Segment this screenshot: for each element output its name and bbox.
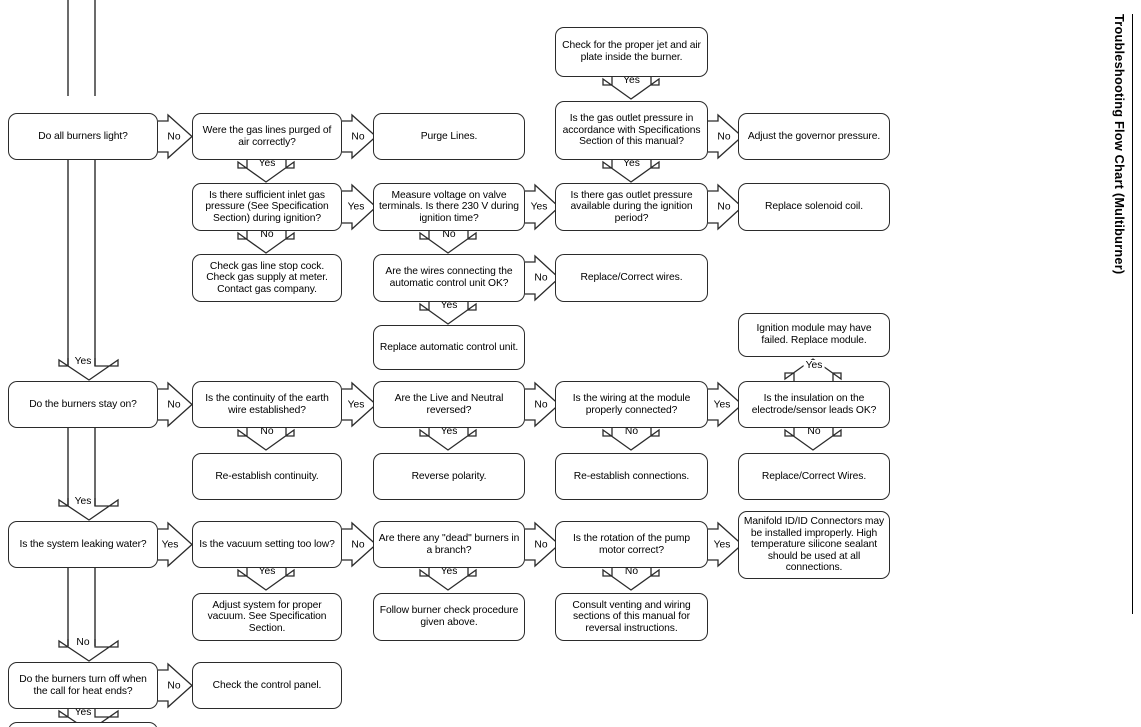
vconn-label: Yes <box>72 356 94 367</box>
vconn-label: No <box>622 566 641 577</box>
hconn-label: No <box>167 680 181 691</box>
spine-row1-to-row2 <box>0 158 200 378</box>
node-replace-solenoid: Replace solenoid coil. <box>738 183 890 231</box>
vconn-label: Yes <box>72 707 94 718</box>
node-bottom-clipped <box>8 722 158 727</box>
hconn-label: Yes <box>347 201 365 213</box>
node-check-jet-air-plate: Check for the proper jet and air plate i… <box>555 27 708 77</box>
vconn-no-earth-to-reestablish: No <box>192 426 342 452</box>
node-check-control-panel: Check the control panel. <box>192 662 342 709</box>
node-wires-control-unit: Are the wires connecting the automatic c… <box>373 254 525 302</box>
hconn-label: No <box>167 131 181 142</box>
vconn-yes-jet-to-outlet-spec: Yes <box>555 75 708 101</box>
hconn-label: Yes <box>161 539 179 550</box>
node-live-neutral-reversed: Are the Live and Neutral reversed? <box>373 381 525 428</box>
page-title: Troubleshooting Flow Chart (Multiburner) <box>1112 14 1127 275</box>
hconn-label: No <box>534 272 548 284</box>
node-replace-correct-wires: Replace/Correct wires. <box>555 254 708 302</box>
node-ignition-module-failed: Ignition module may have failed. Replace… <box>738 313 890 357</box>
node-manifold-connectors: Manifold ID/ID Connectors may be install… <box>738 511 890 579</box>
vconn-label: No <box>74 637 92 648</box>
vconn-label: Yes <box>256 158 278 169</box>
vconn-no-pump-to-consultventing: No <box>555 566 708 592</box>
node-system-leaking-water: Is the system leaking water? <box>8 521 158 568</box>
vconn-no-wiringmodule-to-reconnections: No <box>555 426 708 452</box>
node-replace-automatic-control-unit: Replace automatic control unit. <box>373 325 525 370</box>
node-reestablish-continuity: Re-establish continuity. <box>192 453 342 500</box>
hconn-label: Yes <box>713 539 731 550</box>
node-consult-venting: Consult venting and wiring sections of t… <box>555 593 708 641</box>
vconn-label: Yes <box>438 426 460 437</box>
node-dead-burners-branch: Are there any "dead" burners in a branch… <box>373 521 525 568</box>
vconn-label: No <box>258 426 276 437</box>
node-insulation-leads-ok: Is the insulation on the electrode/senso… <box>738 381 890 428</box>
vconn-yes-liveneutral-to-reverse: Yes <box>373 426 525 452</box>
hconn-label: No <box>351 539 365 550</box>
node-pump-rotation-correct: Is the rotation of the pump motor correc… <box>555 521 708 568</box>
spine-top-lines <box>0 0 200 120</box>
vconn-no-insulation-to-replacewires2: No <box>738 426 890 452</box>
node-wiring-module-connected: Is the wiring at the module properly con… <box>555 381 708 428</box>
hconn-label: No <box>717 131 731 142</box>
vconn-label: Yes <box>256 566 278 577</box>
node-gas-lines-purged: Were the gas lines purged of air correct… <box>192 113 342 160</box>
node-reestablish-connections: Re-establish connections. <box>555 453 708 500</box>
vconn-label: Yes <box>803 360 825 371</box>
hconn-label: Yes <box>713 399 731 410</box>
vconn-label: No <box>622 426 641 437</box>
vconn-no-spine-to-turnoff: No <box>8 637 158 663</box>
node-burners-turn-off: Do the burners turn off when the call fo… <box>8 662 158 709</box>
vconn-label: No <box>805 426 823 437</box>
node-gas-outlet-available: Is there gas outlet pressure available d… <box>555 183 708 231</box>
vconn-no-inlet-to-stopcock: No <box>192 229 342 255</box>
vconn-label: No <box>258 229 276 240</box>
node-vacuum-setting-low: Is the vacuum setting too low? <box>192 521 342 568</box>
node-reverse-polarity: Reverse polarity. <box>373 453 525 500</box>
vconn-label: Yes <box>621 75 642 86</box>
node-inlet-gas-pressure: Is there sufficient inlet gas pressure (… <box>192 183 342 231</box>
vconn-no-voltage-to-wires: No <box>373 229 525 255</box>
spine-row2-to-row3 <box>0 428 200 518</box>
hconn-label: No <box>534 539 548 550</box>
node-adjust-vacuum: Adjust system for proper vacuum. See Spe… <box>192 593 342 641</box>
node-replace-correct-wires-2: Replace/Correct Wires. <box>738 453 890 500</box>
hconn-label: No <box>167 399 181 410</box>
vconn-yes-spine-to-leaking: Yes <box>8 496 158 522</box>
vconn-yes-wires-to-replaceunit: Yes <box>373 300 525 326</box>
side-title-rule <box>1132 14 1133 614</box>
node-gas-outlet-spec: Is the gas outlet pressure in accordance… <box>555 101 708 160</box>
node-earth-continuity: Is the continuity of the earth wire esta… <box>192 381 342 428</box>
hconn-label: Yes <box>347 399 365 410</box>
vconn-label: Yes <box>72 496 94 507</box>
hconn-label: No <box>534 399 548 410</box>
hconn-no-stayon-to-earth: No <box>158 381 194 428</box>
hconn-label: No <box>717 201 731 213</box>
hconn-label: Yes <box>530 201 548 213</box>
vconn-yes-outletspec-to-available: Yes <box>555 158 708 184</box>
node-measure-voltage: Measure voltage on valve terminals. Is t… <box>373 183 525 231</box>
hconn-no-light-to-purged: No <box>158 113 194 160</box>
node-check-stop-cock: Check gas line stop cock. Check gas supp… <box>192 254 342 302</box>
vconn-yes-spine-to-stayon: Yes <box>8 356 158 382</box>
vconn-label: Yes <box>438 300 460 311</box>
vconn-yes-vacuum-to-adjustvacuum: Yes <box>192 566 342 592</box>
vconn-yes-turnoff-to-next: Yes <box>8 707 158 727</box>
hconn-label: No <box>351 131 365 142</box>
hconn-yes-leaking-to-vacuum: Yes <box>158 521 194 568</box>
vconn-yes-insulation-to-ignitionmodule: Yes <box>738 357 890 381</box>
hconn-no-turnoff-to-controlpanel: No <box>158 662 194 709</box>
node-adjust-governor: Adjust the governor pressure. <box>738 113 890 160</box>
spine-row3-to-row4 <box>0 568 200 658</box>
node-do-burners-stay-on: Do the burners stay on? <box>8 381 158 428</box>
vconn-yes-deadburners-to-followcheck: Yes <box>373 566 525 592</box>
node-do-all-burners-light: Do all burners light? <box>8 113 158 160</box>
vconn-label: No <box>440 229 458 240</box>
node-follow-burner-check: Follow burner check procedure given abov… <box>373 593 525 641</box>
vconn-label: Yes <box>621 158 642 169</box>
vconn-yes-purged-to-inlet: Yes <box>192 158 342 184</box>
node-purge-lines: Purge Lines. <box>373 113 525 160</box>
vconn-label: Yes <box>438 566 460 577</box>
